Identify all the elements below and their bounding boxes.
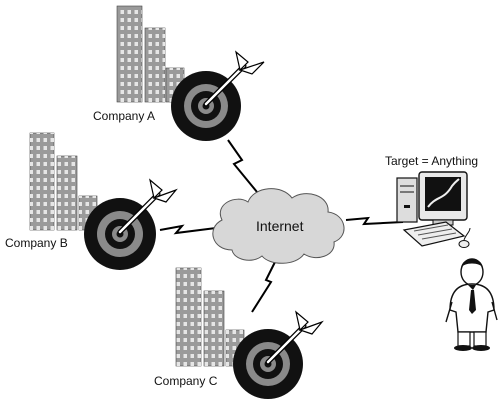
label-company-a: Company A <box>93 109 156 123</box>
dart-icon <box>117 178 178 235</box>
label-company-b: Company B <box>5 236 68 250</box>
company-a-group <box>116 5 265 141</box>
link-company-b-internet <box>159 224 217 235</box>
office-buildings-icon <box>116 5 185 103</box>
cloud-icon <box>212 188 345 264</box>
company-c-group <box>175 267 324 399</box>
label-company-c: Company C <box>154 374 218 388</box>
connection-links <box>159 139 404 313</box>
link-company-a-internet <box>227 139 258 193</box>
dart-icon <box>203 50 265 107</box>
company-b-group <box>29 132 178 270</box>
link-company-c-internet <box>251 261 276 313</box>
businessman-icon <box>445 258 498 351</box>
office-buildings-icon <box>29 132 98 231</box>
link-internet-target <box>345 216 404 226</box>
dart-icon <box>265 310 324 365</box>
label-target: Target = Anything <box>385 154 479 168</box>
computer-workstation-icon <box>396 171 471 248</box>
label-internet: Internet <box>256 218 304 234</box>
office-buildings-icon <box>175 267 245 367</box>
